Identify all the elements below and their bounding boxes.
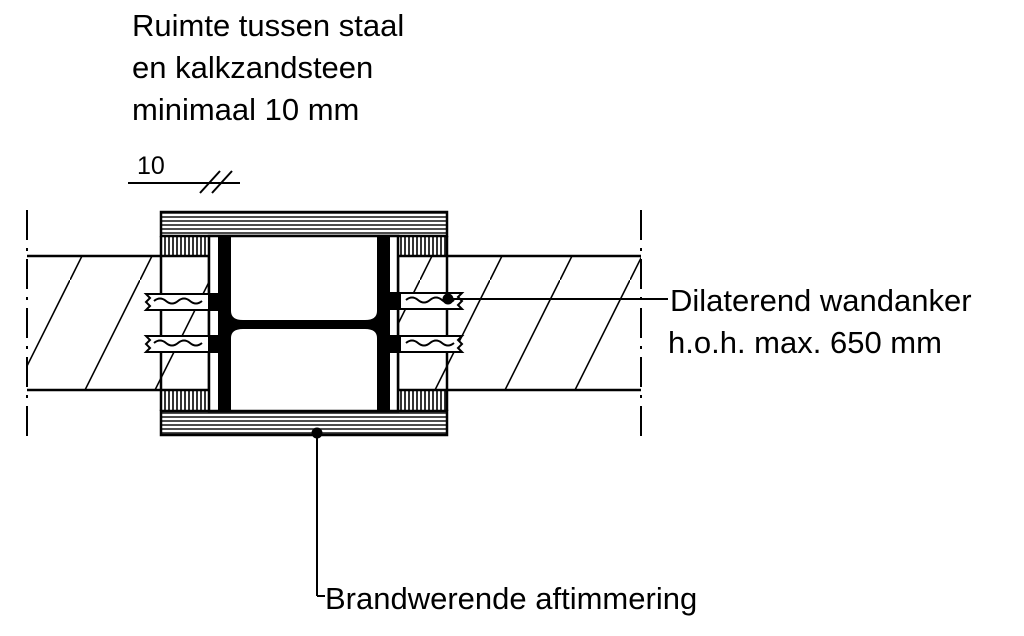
anchor-leader xyxy=(442,293,668,305)
note-line-1: Ruimte tussen staal xyxy=(132,8,404,43)
note-line-3: minimaal 10 mm xyxy=(132,92,359,127)
left-wall xyxy=(27,254,211,392)
cladding-label: Brandwerende aftimmering xyxy=(325,581,697,616)
cladding-leader xyxy=(311,427,325,597)
right-wall xyxy=(396,254,641,392)
steel-column xyxy=(207,234,400,413)
dimension-marker: 10 xyxy=(128,152,240,194)
anchor-label-line-1: Dilaterend wandanker xyxy=(670,283,972,318)
wall-anchor-right xyxy=(387,292,465,353)
anchor-label-line-2: h.o.h. max. 650 mm xyxy=(668,325,942,360)
dimension-value: 10 xyxy=(137,152,165,180)
wall-anchor-left xyxy=(143,293,222,353)
fire-cladding xyxy=(159,210,449,437)
note-line-2: en kalkzandsteen xyxy=(132,50,373,85)
